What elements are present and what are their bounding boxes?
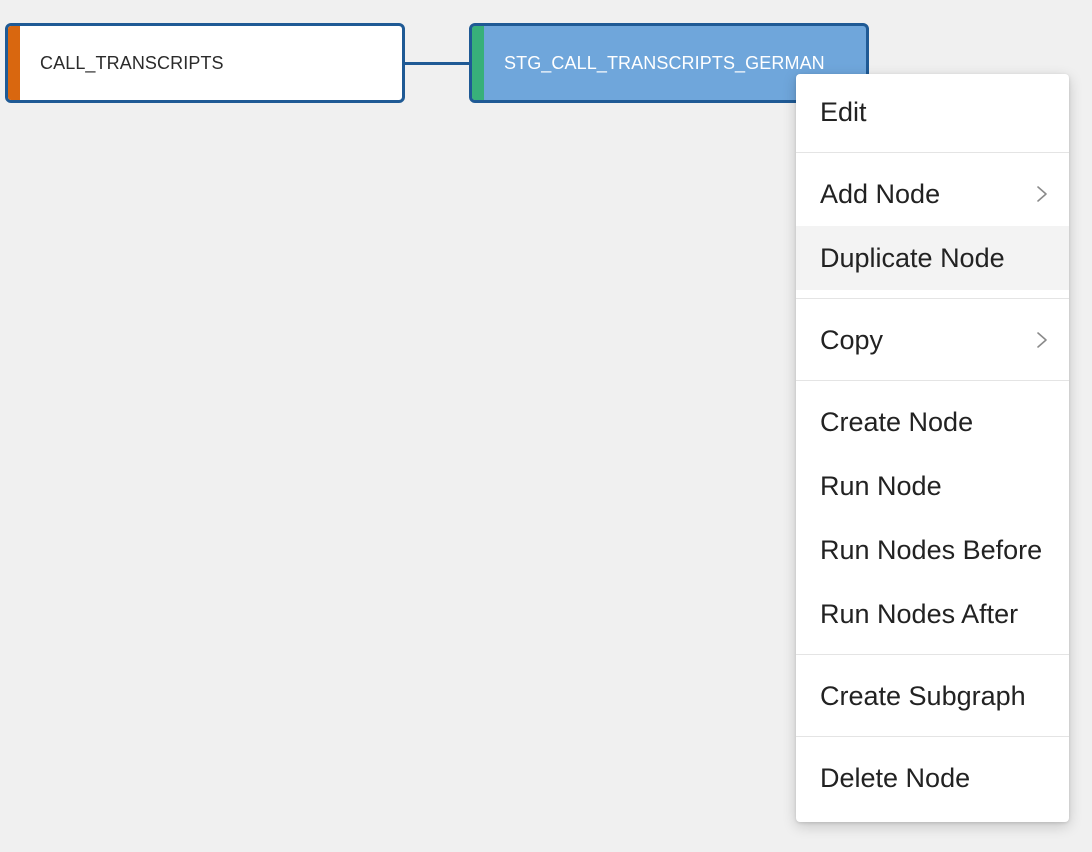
menu-item-create-subgraph[interactable]: Create Subgraph [796, 664, 1069, 728]
menu-divider [796, 654, 1069, 655]
menu-item-add-node[interactable]: Add Node [796, 162, 1069, 226]
node-type-stripe [8, 26, 20, 100]
menu-item-copy[interactable]: Copy [796, 308, 1069, 372]
menu-item-label: Run Nodes Before [820, 534, 1043, 565]
menu-item-label: Create Subgraph [820, 680, 1026, 711]
chevron-right-icon [1037, 186, 1047, 202]
menu-divider [796, 152, 1069, 153]
context-menu: Edit Add Node Duplicate Node Copy Create… [796, 74, 1069, 822]
node-label: STG_CALL_TRANSCRIPTS_GERMAN [504, 52, 825, 73]
menu-item-duplicate-node[interactable]: Duplicate Node [796, 226, 1069, 290]
menu-divider [796, 736, 1069, 737]
menu-item-label: Run Node [820, 470, 942, 501]
menu-item-label: Copy [820, 324, 884, 355]
node-stg-call-transcripts-german[interactable]: STG_CALL_TRANSCRIPTS_GERMAN [469, 23, 869, 103]
graph-edge [405, 62, 469, 65]
menu-item-create-node[interactable]: Create Node [796, 390, 1069, 454]
menu-item-delete-node[interactable]: Delete Node [796, 746, 1069, 810]
node-type-stripe [472, 26, 484, 100]
menu-item-label: Duplicate Node [820, 242, 1005, 273]
node-call-transcripts[interactable]: CALL_TRANSCRIPTS [5, 23, 405, 103]
menu-item-label: Create Node [820, 406, 974, 437]
chevron-right-icon [1037, 332, 1047, 348]
node-label: CALL_TRANSCRIPTS [40, 52, 224, 73]
menu-divider [796, 380, 1069, 381]
menu-item-run-nodes-before[interactable]: Run Nodes Before [796, 518, 1069, 582]
menu-item-label: Add Node [820, 178, 941, 209]
menu-item-run-nodes-after[interactable]: Run Nodes After [796, 582, 1069, 646]
menu-item-label: Edit [820, 96, 867, 127]
menu-item-edit[interactable]: Edit [796, 80, 1069, 144]
menu-item-label: Run Nodes After [820, 598, 1019, 629]
menu-item-run-node[interactable]: Run Node [796, 454, 1069, 518]
menu-divider [796, 298, 1069, 299]
menu-item-label: Delete Node [820, 762, 971, 793]
